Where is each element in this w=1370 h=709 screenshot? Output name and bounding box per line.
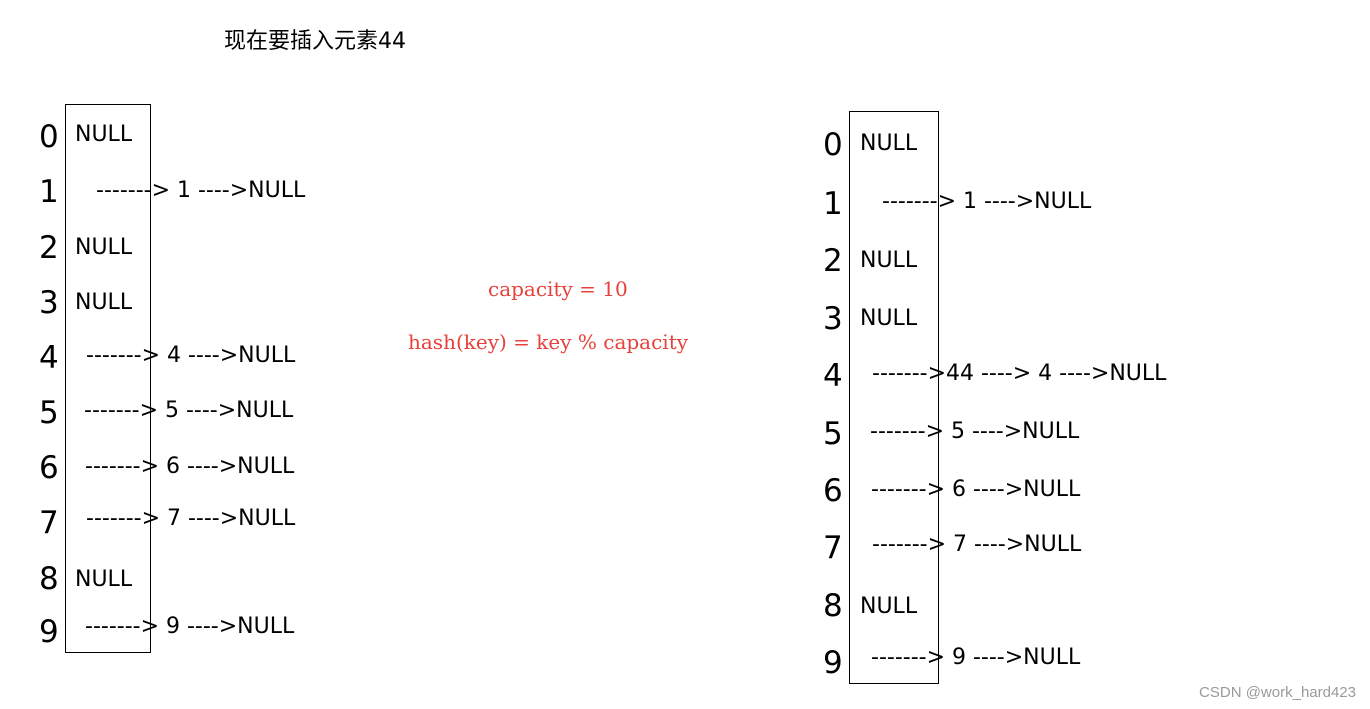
left-bucket-index: 6 xyxy=(39,450,59,486)
left-bucket-null: NULL xyxy=(75,290,133,315)
right-bucket-array xyxy=(849,111,939,684)
right-bucket-null: NULL xyxy=(860,306,918,331)
right-bucket-index: 1 xyxy=(823,186,843,222)
capacity-formula: capacity = 10 xyxy=(488,277,628,301)
left-bucket-index: 2 xyxy=(39,230,59,266)
left-chain: -------> 1 ---->NULL xyxy=(96,178,306,203)
right-chain: -------> 5 ---->NULL xyxy=(870,419,1080,444)
left-chain: -------> 9 ---->NULL xyxy=(85,614,295,639)
right-bucket-null: NULL xyxy=(860,248,918,273)
left-bucket-null: NULL xyxy=(75,122,133,147)
left-bucket-index: 1 xyxy=(39,174,59,210)
left-bucket-null: NULL xyxy=(75,567,133,592)
left-chain: -------> 7 ---->NULL xyxy=(86,506,296,531)
left-chain: -------> 6 ---->NULL xyxy=(85,454,295,479)
left-bucket-index: 7 xyxy=(39,505,59,541)
left-bucket-index: 8 xyxy=(39,561,59,597)
left-bucket-index: 9 xyxy=(39,614,59,650)
right-chain: -------> 6 ---->NULL xyxy=(871,477,1081,502)
right-bucket-index: 6 xyxy=(823,473,843,509)
left-bucket-array xyxy=(65,104,151,653)
left-bucket-null: NULL xyxy=(75,235,133,260)
left-bucket-index: 4 xyxy=(39,340,59,376)
right-bucket-null: NULL xyxy=(860,594,918,619)
right-chain: -------> 1 ---->NULL xyxy=(882,189,1092,214)
right-bucket-index: 5 xyxy=(823,416,843,452)
right-bucket-index: 4 xyxy=(823,358,843,394)
right-chain: -------> 9 ---->NULL xyxy=(871,645,1081,670)
right-bucket-index: 7 xyxy=(823,530,843,566)
left-bucket-index: 0 xyxy=(39,119,59,155)
hash-formula: hash(key) = key % capacity xyxy=(408,330,689,354)
page-title: 现在要插入元素44 xyxy=(224,29,406,54)
left-chain: -------> 4 ---->NULL xyxy=(86,343,296,368)
right-bucket-index: 3 xyxy=(823,301,843,337)
left-chain: -------> 5 ---->NULL xyxy=(84,398,294,423)
right-chain: ------->44 ----> 4 ---->NULL xyxy=(872,361,1167,386)
right-bucket-null: NULL xyxy=(860,131,918,156)
right-bucket-index: 2 xyxy=(823,243,843,279)
left-bucket-index: 5 xyxy=(39,395,59,431)
right-bucket-index: 9 xyxy=(823,645,843,681)
left-bucket-index: 3 xyxy=(39,285,59,321)
watermark: CSDN @work_hard423 xyxy=(1199,684,1356,701)
right-chain: -------> 7 ---->NULL xyxy=(872,532,1082,557)
right-bucket-index: 0 xyxy=(823,127,843,163)
right-bucket-index: 8 xyxy=(823,588,843,624)
